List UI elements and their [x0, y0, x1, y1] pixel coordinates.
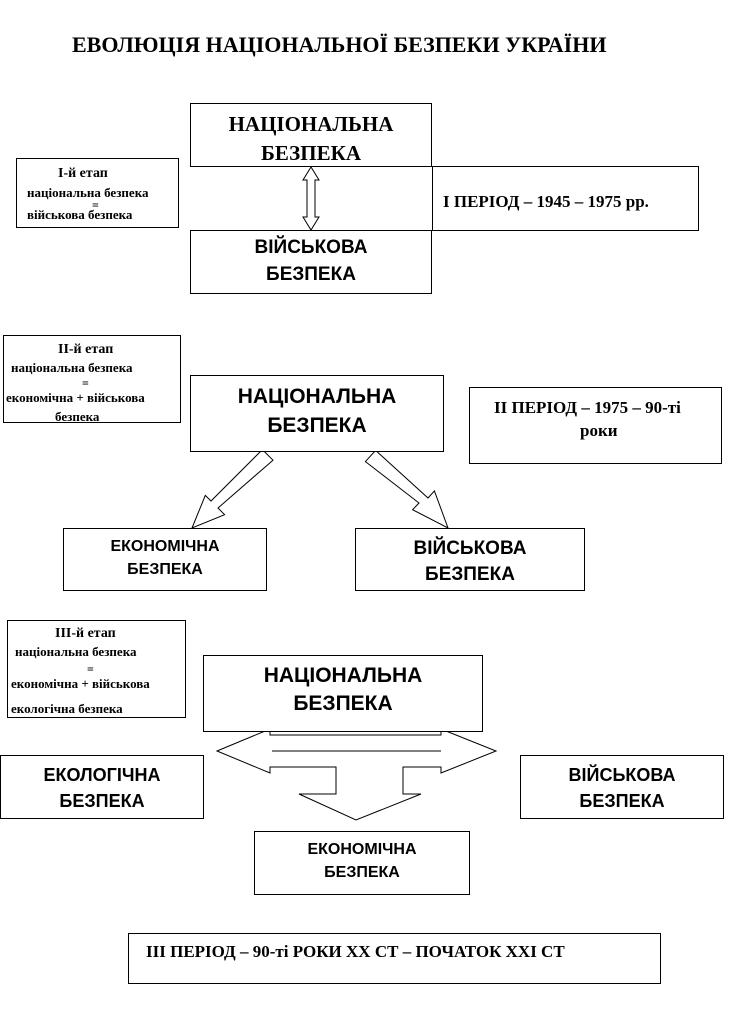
period3-ecological-label-line1: ЕКОЛОГІЧНА [43, 765, 161, 785]
stage1-title: І-й етап [58, 166, 108, 181]
stage1-line-military: військова безпека [27, 207, 133, 222]
period3-ecological-security-box [0, 755, 204, 819]
stage3-line-ecological: екологічна безпека [11, 701, 123, 716]
page-title: ЕВОЛЮЦІЯ НАЦІОНАЛЬНОЇ БЕЗПЕКИ УКРАЇНИ [72, 32, 607, 57]
period2-national-label-line1: НАЦІОНАЛЬНА [237, 385, 397, 408]
period3-ecological-label-line2: БЕЗПЕКА [59, 791, 145, 811]
stage3-title: ІІІ-й етап [55, 626, 116, 641]
period3-national-label-line2: БЕЗПЕКА [293, 692, 393, 715]
stage2-line-security: безпека [55, 409, 100, 424]
arrow-to-military-icon [364, 449, 449, 530]
period3-stage-box [7, 620, 186, 718]
period2-economic-label-line1: ЕКОНОМІЧНА [110, 538, 220, 555]
period3-military-security-box [520, 755, 724, 819]
stage3-line-national: національна безпека [15, 644, 137, 659]
period3-military-label-line2: БЕЗПЕКА [579, 791, 665, 811]
period3-label-box [128, 933, 661, 984]
period2-military-label-line2: БЕЗПЕКА [425, 564, 515, 585]
double-arrow-icon [302, 166, 320, 231]
period2-economic-security-box [63, 528, 267, 591]
stage3-equals: = [87, 662, 94, 676]
stage2-title: ІІ-й етап [58, 342, 114, 357]
arrow-to-economic-icon [191, 448, 274, 529]
period3-economic-label-line1: ЕКОНОМІЧНА [307, 841, 417, 858]
period2-label-line2: роки [580, 421, 618, 440]
period3-economic-label-line2: БЕЗПЕКА [324, 864, 400, 881]
period2-national-label-line2: БЕЗПЕКА [267, 414, 367, 437]
period3-label: ІІІ ПЕРІОД – 90-ті РОКИ ХХ СТ – ПОЧАТОК … [146, 942, 565, 961]
period3-economic-security-box [254, 831, 470, 895]
period1-label: І ПЕРІОД – 1945 – 1975 рр. [443, 192, 649, 211]
period2-military-security-box [355, 528, 585, 591]
period1-national-security-box [190, 103, 432, 167]
period2-economic-label-line2: БЕЗПЕКА [127, 561, 203, 578]
stage1-line-national: національна безпека [27, 185, 149, 200]
period1-military-label-line2: БЕЗПЕКА [266, 264, 356, 285]
period2-stage-box [3, 335, 181, 423]
stage1-equals: = [92, 198, 99, 212]
period1-label-box [432, 166, 699, 231]
period1-military-label-line1: ВІЙСЬКОВА [254, 237, 368, 258]
period2-national-security-box [190, 375, 444, 452]
period2-label-box [469, 387, 722, 464]
period3-national-security-box [203, 655, 483, 732]
period2-label-line1: ІІ ПЕРІОД – 1975 – 90-ті [494, 398, 681, 417]
stage2-line-national: національна безпека [11, 360, 133, 375]
stage2-equals: = [82, 376, 89, 390]
stage3-line-components: економічна + військова [11, 676, 150, 691]
period3-national-label-line1: НАЦІОНАЛЬНА [263, 664, 423, 687]
period2-military-label-line1: ВІЙСЬКОВА [413, 538, 527, 559]
stage2-line-components: економічна + військова [6, 390, 145, 405]
three-way-arrow-icon [215, 728, 498, 821]
period1-national-label-line1: НАЦІОНАЛЬНА [228, 112, 394, 136]
period1-military-security-box [190, 230, 432, 294]
period3-military-label-line1: ВІЙСЬКОВА [568, 765, 676, 785]
period1-national-label-line2: БЕЗПЕКА [261, 141, 361, 165]
period1-stage-box [16, 158, 179, 228]
